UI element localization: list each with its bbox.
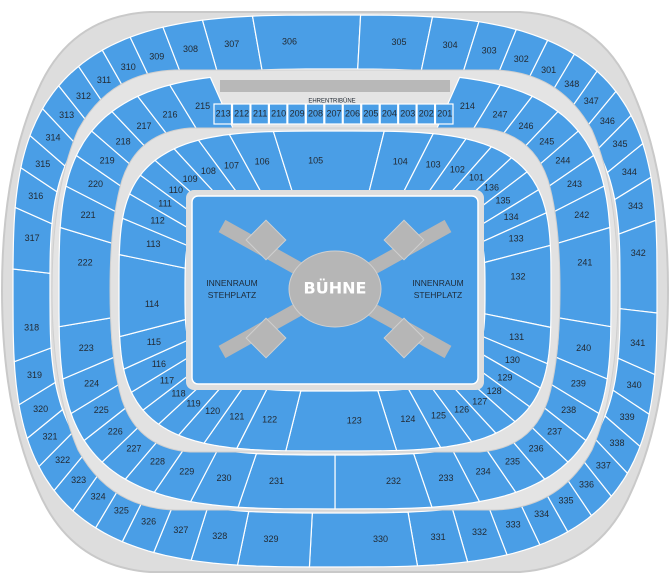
section-329[interactable]	[236, 510, 313, 568]
standing-right-line1: INNENRAUM	[412, 278, 463, 288]
section-204[interactable]	[379, 103, 399, 125]
section-207[interactable]	[324, 103, 343, 125]
section-330[interactable]	[308, 511, 419, 568]
section-212[interactable]	[231, 103, 251, 125]
section-201[interactable]	[434, 103, 454, 125]
standing-left-line1: INNENRAUM	[206, 278, 257, 288]
section-210[interactable]	[268, 103, 288, 125]
section-241[interactable]	[557, 226, 612, 328]
stage-structure	[218, 219, 452, 359]
stage-label: BÜHNE	[304, 279, 367, 298]
section-209[interactable]	[287, 103, 306, 125]
section-211[interactable]	[250, 103, 269, 125]
section-105[interactable]	[272, 130, 385, 192]
section-206[interactable]	[342, 103, 362, 125]
vip-box-bar	[220, 80, 450, 92]
section-205[interactable]	[361, 103, 380, 125]
standing-left-line2: STEHPLATZ	[208, 290, 257, 300]
section-318[interactable]	[12, 268, 52, 363]
section-222[interactable]	[58, 226, 113, 328]
section-306[interactable]	[251, 14, 362, 71]
section-213[interactable]	[213, 103, 233, 125]
section-203[interactable]	[398, 103, 417, 125]
section-305[interactable]	[357, 14, 434, 72]
section-202[interactable]	[416, 103, 436, 125]
section-342[interactable]	[618, 219, 658, 314]
standing-right-line2: STEHPLATZ	[414, 290, 463, 300]
section-208[interactable]	[305, 103, 325, 125]
section-123[interactable]	[285, 390, 398, 452]
